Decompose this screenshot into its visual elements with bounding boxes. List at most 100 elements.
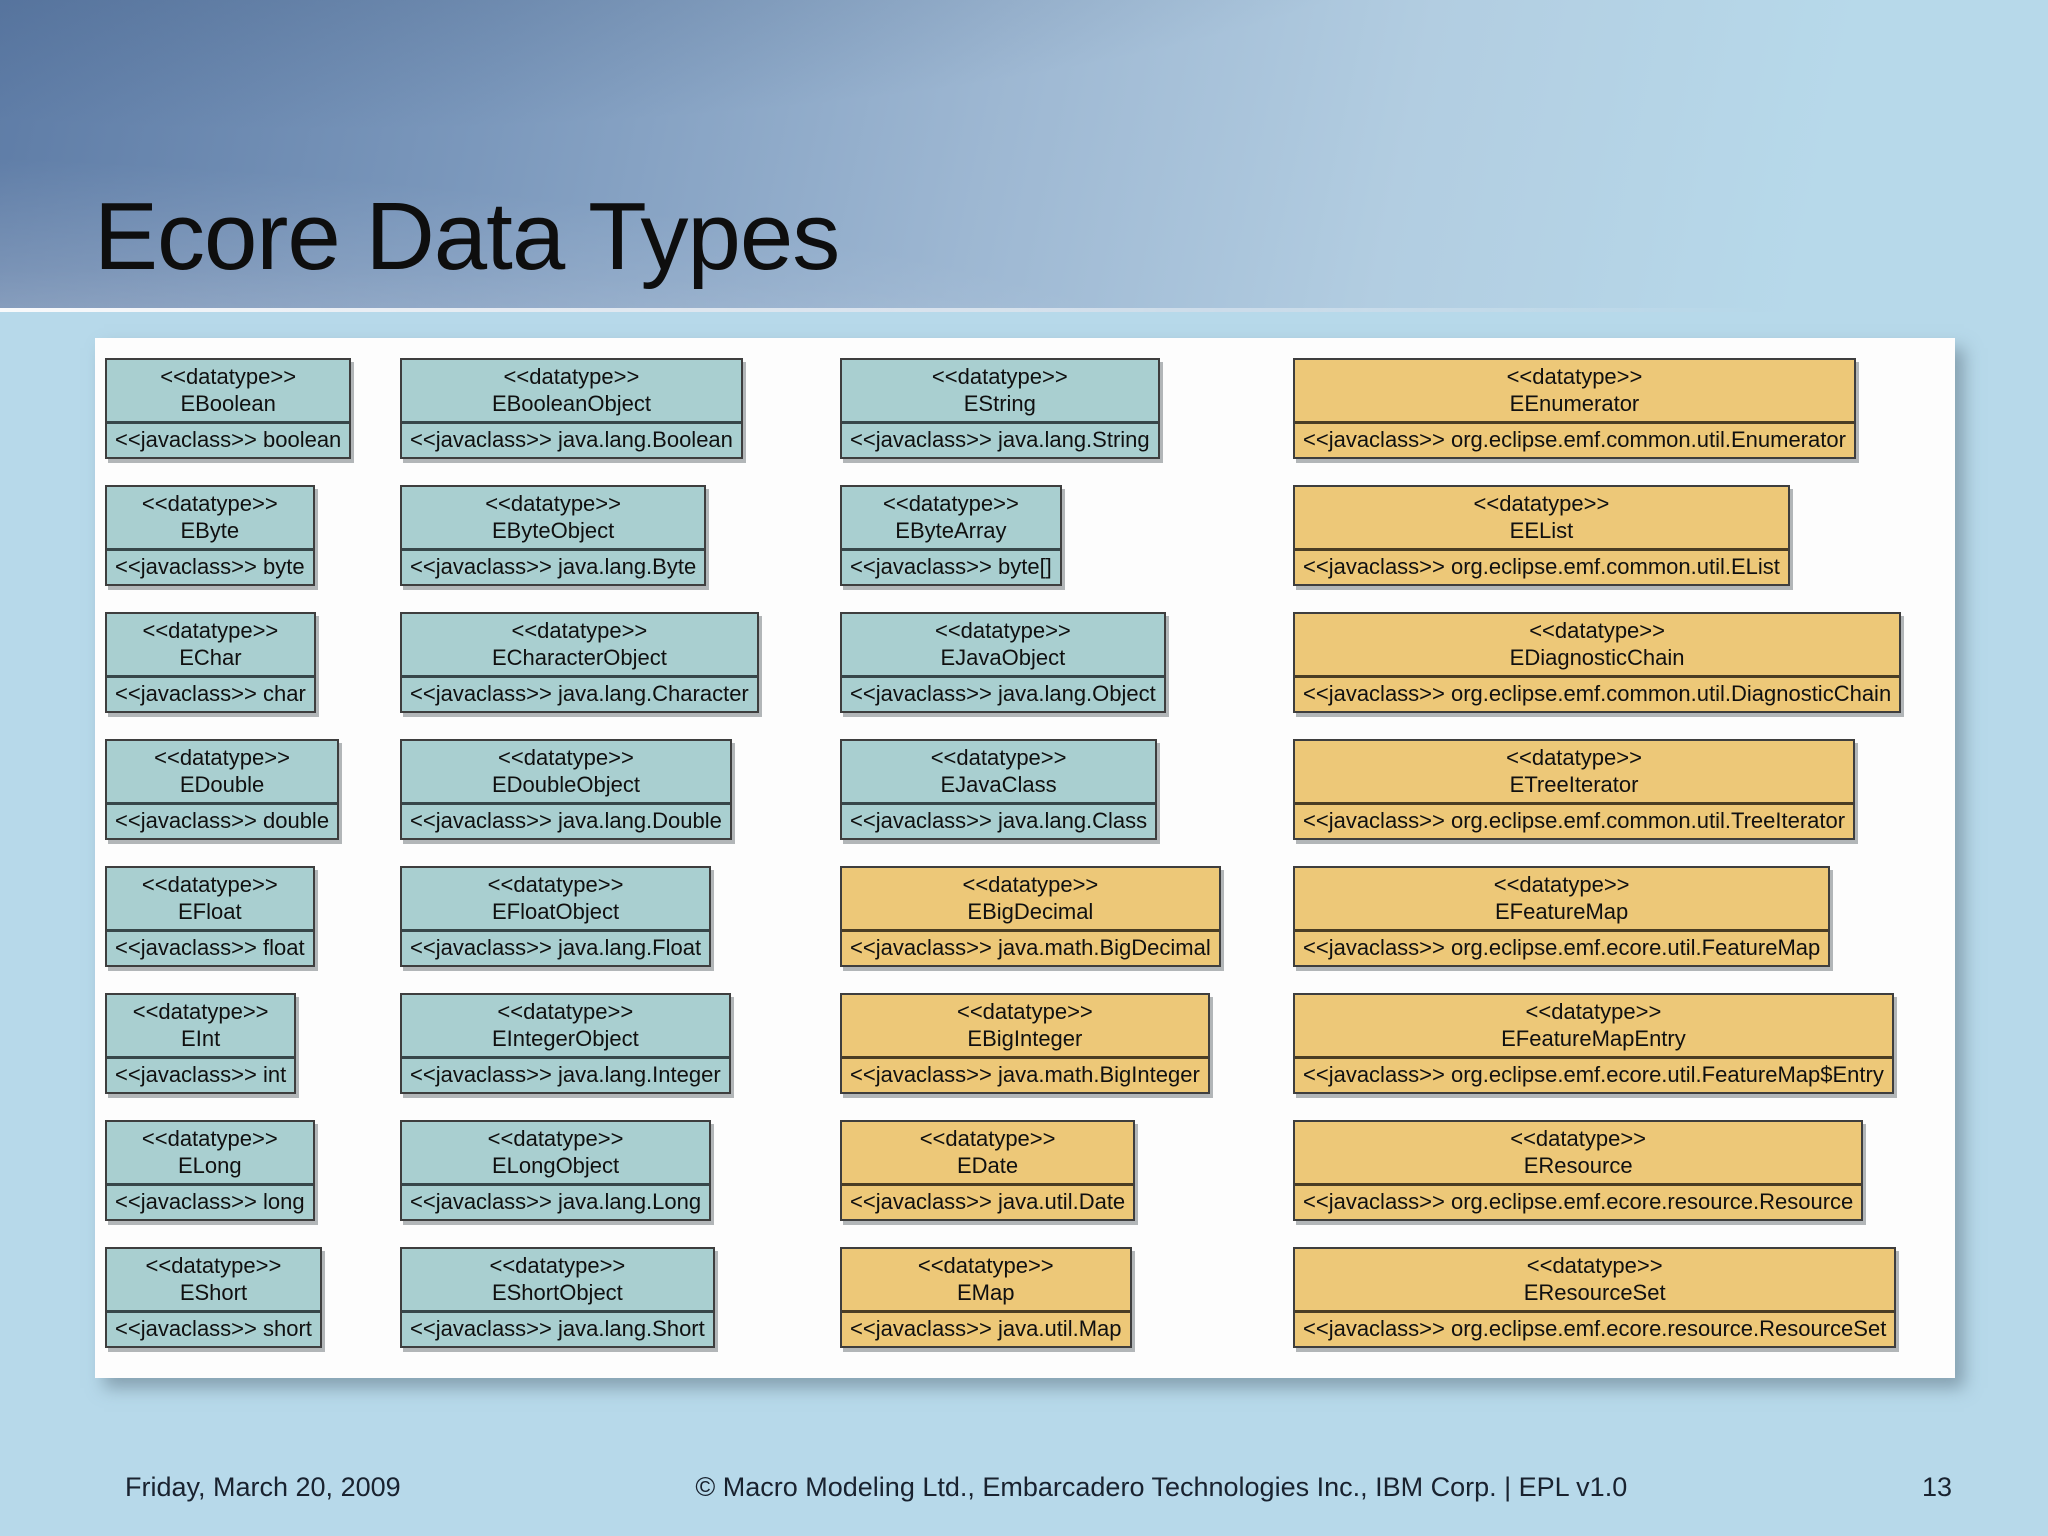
datatype-name: EFeatureMapEntry [1501, 1026, 1686, 1051]
datatype-box-top: <<datatype>> EByte [107, 487, 313, 548]
datatype-stereotype: <<datatype>> [485, 491, 621, 516]
datatype-box: <<datatype>> EByte <<javaclass>> byte [105, 485, 315, 586]
datatype-javaclass: <<javaclass>> java.lang.Long [402, 1183, 710, 1219]
datatype-box: <<datatype>> EDoubleObject <<javaclass>>… [400, 739, 732, 840]
datatype-stereotype: <<datatype>> [1525, 999, 1662, 1024]
datatype-javaclass: <<javaclass>> org.eclipse.emf.ecore.reso… [1295, 1310, 1895, 1346]
page-title: Ecore Data Types [94, 183, 840, 290]
datatype-name: EFeatureMap [1494, 899, 1629, 924]
datatype-box: <<datatype>> EShort <<javaclass>> short [105, 1247, 322, 1348]
datatype-box-top: <<datatype>> EFloatObject [402, 868, 709, 929]
datatype-javaclass: <<javaclass>> byte[] [842, 548, 1060, 584]
datatype-name: EJavaObject [940, 645, 1066, 670]
datatype-javaclass: <<javaclass>> java.lang.Class [842, 802, 1156, 838]
datatype-javaclass: <<javaclass>> java.lang.Character [402, 675, 757, 711]
datatype-stereotype: <<datatype>> [503, 364, 640, 389]
datatype-javaclass: <<javaclass>> java.lang.Float [402, 929, 710, 965]
datatype-box: <<datatype>> EShortObject <<javaclass>> … [400, 1247, 715, 1348]
datatype-stereotype: <<datatype>> [1510, 1126, 1647, 1151]
datatype-name: EFloatObject [491, 899, 620, 924]
datatype-stereotype: <<datatype>> [883, 491, 1019, 516]
datatype-box: <<datatype>> ELongObject <<javaclass>> j… [400, 1120, 712, 1221]
datatype-box-top: <<datatype>> EEnumerator [1295, 360, 1854, 421]
datatype-javaclass: <<javaclass>> char [107, 675, 314, 711]
datatype-box: <<datatype>> EBooleanObject <<javaclass>… [400, 358, 743, 459]
datatype-box: <<datatype>> EEList <<javaclass>> org.ec… [1293, 485, 1790, 586]
datatype-box-top: <<datatype>> EChar [107, 614, 314, 675]
datatype-name: EShort [179, 1280, 248, 1305]
datatype-javaclass: <<javaclass>> java.util.Map [842, 1310, 1130, 1346]
datatype-box-top: <<datatype>> EShortObject [402, 1249, 713, 1310]
datatype-stereotype: <<datatype>> [487, 872, 624, 897]
datatype-stereotype: <<datatype>> [511, 618, 648, 643]
datatype-box: <<datatype>> EInt <<javaclass>> int [105, 993, 297, 1094]
datatype-name: EBooleanObject [491, 391, 651, 416]
datatype-javaclass: <<javaclass>> org.eclipse.emf.common.uti… [1295, 548, 1788, 584]
datatype-stereotype: <<datatype>> [930, 745, 1067, 770]
datatype-javaclass: <<javaclass>> java.math.BigDecimal [842, 929, 1219, 965]
datatype-grid: <<datatype>> EBoolean <<javaclass>> bool… [105, 358, 1951, 1378]
datatype-javaclass: <<javaclass>> java.lang.String [842, 421, 1158, 457]
datatype-name: EByteArray [895, 518, 1007, 543]
footer-copyright: © Macro Modeling Ltd., Embarcadero Techn… [695, 1472, 1628, 1502]
datatype-name: EShortObject [491, 1280, 623, 1305]
datatype-javaclass: <<javaclass>> java.lang.Double [402, 802, 730, 838]
datatype-name: EBigDecimal [967, 899, 1094, 924]
datatype-javaclass: <<javaclass>> org.eclipse.emf.common.uti… [1295, 802, 1854, 838]
datatype-name: EResource [1523, 1153, 1633, 1178]
datatype-name: EByte [180, 518, 240, 543]
datatype-box: <<datatype>> EJavaObject <<javaclass>> j… [840, 612, 1166, 713]
datatype-stereotype: <<datatype>> [487, 1126, 624, 1151]
datatype-javaclass: <<javaclass>> byte [107, 548, 313, 584]
datatype-box: <<datatype>> EFeatureMap <<javaclass>> o… [1293, 866, 1831, 967]
datatype-box: <<datatype>> EResource <<javaclass>> org… [1293, 1120, 1864, 1221]
datatype-stereotype: <<datatype>> [145, 1253, 282, 1278]
datatype-stereotype: <<datatype>> [919, 1126, 1056, 1151]
datatype-box-top: <<datatype>> EResource [1295, 1122, 1861, 1183]
datatype-stereotype: <<datatype>> [498, 745, 634, 770]
datatype-box: <<datatype>> EByteArray <<javaclass>> by… [840, 485, 1062, 586]
datatype-box-top: <<datatype>> EFeatureMap [1295, 868, 1828, 929]
datatype-box-top: <<datatype>> ECharacterObject [402, 614, 757, 675]
datatype-box-top: <<datatype>> EResourceSet [1295, 1249, 1894, 1310]
footer-date: Friday, March 20, 2009 [125, 1472, 401, 1502]
datatype-box: <<datatype>> ELong <<javaclass>> long [105, 1120, 315, 1221]
datatype-name: ECharacterObject [491, 645, 667, 670]
datatype-name: ELongObject [491, 1153, 620, 1178]
datatype-name: EDoubleObject [491, 772, 640, 797]
datatype-javaclass: <<javaclass>> org.eclipse.emf.ecore.reso… [1295, 1183, 1862, 1219]
datatype-stereotype: <<datatype>> [1493, 872, 1630, 897]
datatype-javaclass: <<javaclass>> java.util.Date [842, 1183, 1134, 1219]
datatype-stereotype: <<datatype>> [160, 364, 297, 389]
datatype-stereotype: <<datatype>> [917, 1253, 1054, 1278]
slide-banner [0, 0, 2048, 312]
datatype-box-top: <<datatype>> EDiagnosticChain [1295, 614, 1899, 675]
datatype-box-top: <<datatype>> EBooleanObject [402, 360, 741, 421]
datatype-box-top: <<datatype>> EByteArray [842, 487, 1060, 548]
datatype-box: <<datatype>> ECharacterObject <<javaclas… [400, 612, 759, 713]
datatype-stereotype: <<datatype>> [154, 745, 290, 770]
datatype-stereotype: <<datatype>> [141, 1126, 278, 1151]
datatype-name: EByteObject [491, 518, 615, 543]
datatype-box: <<datatype>> EDiagnosticChain <<javaclas… [1293, 612, 1902, 713]
datatype-box-top: <<datatype>> EDate [842, 1122, 1133, 1183]
datatype-javaclass: <<javaclass>> org.eclipse.emf.ecore.util… [1295, 929, 1829, 965]
datatype-stereotype: <<datatype>> [1506, 745, 1642, 770]
datatype-name: EIntegerObject [491, 1026, 639, 1051]
datatype-box-top: <<datatype>> EJavaClass [842, 741, 1155, 802]
datatype-name: EResourceSet [1523, 1280, 1666, 1305]
datatype-box-top: <<datatype>> EDouble [107, 741, 337, 802]
datatype-name: EDouble [179, 772, 265, 797]
datatype-javaclass: <<javaclass>> org.eclipse.emf.common.uti… [1295, 421, 1854, 457]
datatype-stereotype: <<datatype>> [934, 618, 1071, 643]
datatype-box-top: <<datatype>> EBoolean [107, 360, 349, 421]
datatype-box: <<datatype>> EBigInteger <<javaclass>> j… [840, 993, 1210, 1094]
datatype-name: EFloat [177, 899, 242, 924]
datatype-javaclass: <<javaclass>> float [107, 929, 313, 965]
datatype-javaclass: <<javaclass>> double [107, 802, 338, 838]
datatype-javaclass: <<javaclass>> java.lang.Integer [402, 1056, 729, 1092]
datatype-box: <<datatype>> EFloat <<javaclass>> float [105, 866, 315, 967]
datatype-stereotype: <<datatype>> [142, 618, 279, 643]
datatype-box: <<datatype>> EChar <<javaclass>> char [105, 612, 316, 713]
datatype-name: ELong [177, 1153, 242, 1178]
